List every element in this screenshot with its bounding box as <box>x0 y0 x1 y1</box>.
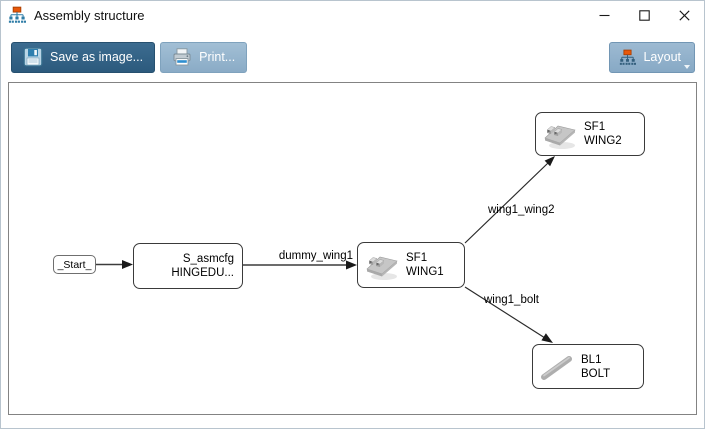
layout-tree-icon <box>620 49 637 65</box>
window-controls <box>584 1 704 29</box>
arrowhead-wing1-wing2 <box>544 156 555 167</box>
node-wing1-line1: SF1 <box>406 252 428 264</box>
title-bar: Assembly structure <box>1 1 704 29</box>
close-button[interactable] <box>664 1 704 29</box>
edges-layer <box>96 156 555 343</box>
save-as-image-button[interactable]: Save as image... <box>11 41 156 73</box>
close-icon <box>678 9 690 21</box>
node-hingedu-line1: S_asmcfg <box>182 253 234 265</box>
diagram-canvas[interactable]: _Start_ S_asmcfg HINGEDU... <box>8 82 697 415</box>
node-wing1[interactable]: SF1 WING1 <box>357 242 465 288</box>
node-start[interactable]: _Start_ <box>53 255 96 274</box>
node-wing1-line2: WING1 <box>406 266 444 278</box>
edge-label-wing1-bolt: wing1_bolt <box>484 294 539 306</box>
assembly-tree-icon <box>8 6 26 23</box>
edge-wing1-bolt <box>464 286 546 339</box>
node-bolt-line2: BOLT <box>581 367 611 380</box>
node-wing2-line1: SF1 <box>584 121 606 133</box>
node-hingedu-line2: HINGEDU... <box>171 267 234 279</box>
edge-wing1-wing2 <box>464 162 549 244</box>
node-hingedu[interactable]: S_asmcfg HINGEDU... <box>133 243 243 289</box>
node-bolt-line1: BL1 <box>581 353 602 366</box>
save-as-image-label: Save as image... <box>50 50 144 64</box>
maximize-icon <box>638 9 650 21</box>
layout-label: Layout <box>643 50 681 64</box>
arrowhead-dummy-wing1 <box>346 260 357 270</box>
toolbar: Save as image... Print... <box>1 29 704 73</box>
print-label: Print... <box>199 50 236 64</box>
printer-icon <box>173 48 191 66</box>
maximize-button[interactable] <box>624 1 664 29</box>
node-bolt[interactable]: BL1 BOLT <box>532 344 644 389</box>
minimize-button[interactable] <box>584 1 624 29</box>
node-start-label: _Start_ <box>57 258 92 271</box>
node-wing2[interactable]: SF1 WING2 <box>535 112 645 156</box>
dropdown-caret-icon <box>684 64 690 69</box>
arrowhead-start-hinge <box>122 260 133 269</box>
edge-label-wing1-wing2: wing1_wing2 <box>488 204 555 216</box>
wing-part-icon <box>544 125 576 149</box>
window-title: Assembly structure <box>34 7 145 23</box>
wing-part-icon <box>366 256 398 280</box>
bolt-part-icon <box>541 355 572 380</box>
node-wing2-line2: WING2 <box>584 135 622 147</box>
minimize-icon <box>599 14 609 16</box>
save-floppy-icon <box>23 47 43 67</box>
print-button[interactable]: Print... <box>160 41 248 73</box>
arrowhead-wing1-bolt <box>541 333 553 343</box>
edge-label-dummy-wing1: dummy_wing1 <box>278 250 353 262</box>
layout-button[interactable]: Layout <box>609 41 695 73</box>
